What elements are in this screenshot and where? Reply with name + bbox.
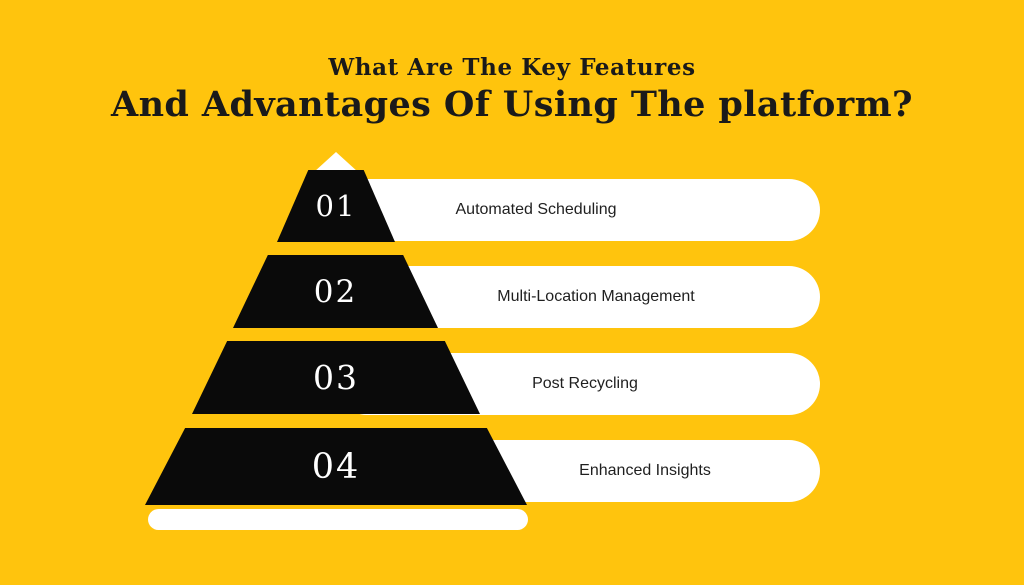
pyramid-segment-2: 02 (233, 255, 438, 328)
pyramid-tip (314, 152, 358, 172)
segment-number-3: 03 (313, 358, 359, 397)
feature-label-2: Multi-Location Management (497, 288, 695, 305)
feature-label-4: Enhanced Insights (579, 462, 711, 479)
page-title: What Are The Key Features And Advantages… (0, 54, 1024, 125)
pyramid-segment-3: 03 (192, 341, 480, 414)
pyramid-base-bar (148, 509, 528, 530)
segment-number-2: 02 (313, 273, 358, 310)
segment-number-1: 01 (315, 189, 357, 223)
feature-label-1: Automated Scheduling (455, 201, 617, 218)
feature-label-3: Post Recycling (532, 375, 638, 392)
pyramid-segment-4: 04 (145, 428, 527, 505)
segment-number-4: 04 (311, 446, 361, 487)
title-line-2: And Advantages Of Using The platform? (111, 84, 913, 125)
title-line-1: What Are The Key Features (328, 54, 696, 81)
feature-bar-1 (336, 179, 820, 241)
